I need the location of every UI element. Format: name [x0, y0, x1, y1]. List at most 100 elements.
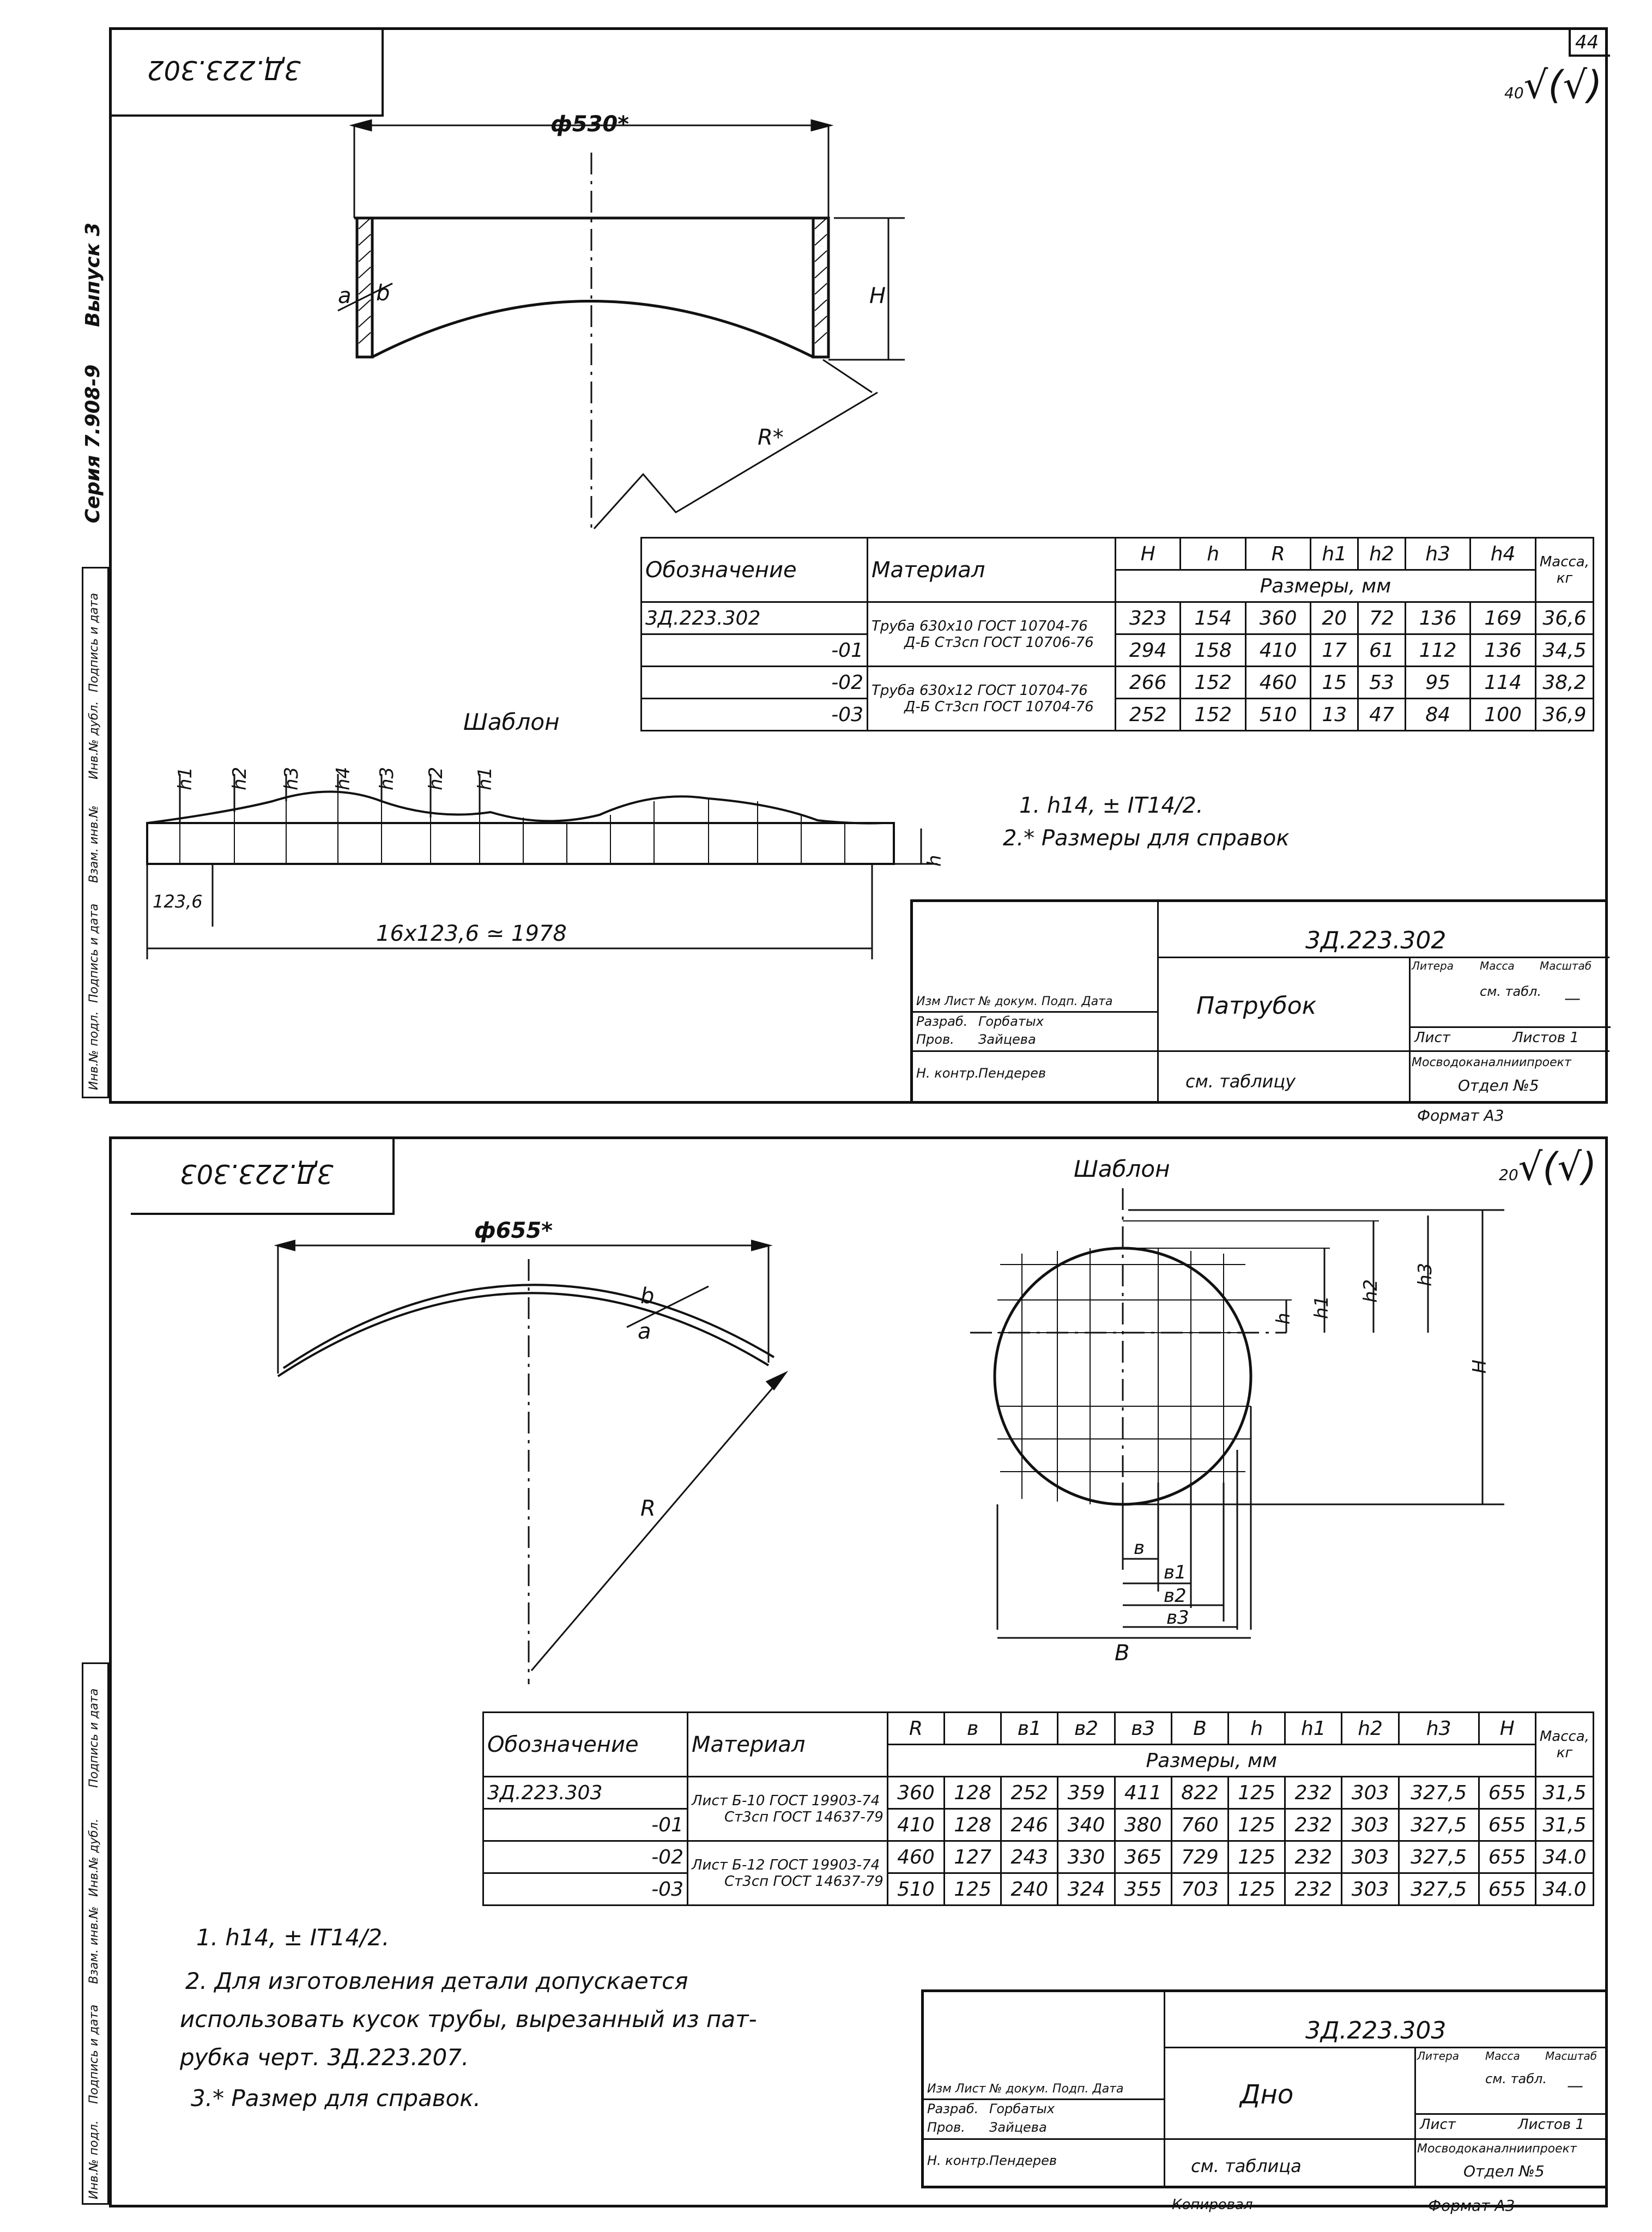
tb-norm-name: Пендерев: [978, 1066, 1046, 1081]
sheet2-template-title: Шаблон: [1074, 1156, 1170, 1182]
tb-norm-name: Пендерев: [989, 2153, 1057, 2168]
header-designation: Обозначение: [640, 537, 868, 603]
dim-B: B: [1115, 1641, 1130, 1666]
dim-h3: h3: [1414, 1262, 1436, 1286]
tb-org: Мосводоканалниипроект: [1412, 1056, 1571, 1069]
page-number: 44: [1575, 32, 1599, 53]
material-text: Труба 630х10 ГОСТ 10704-76: [872, 618, 1088, 634]
dim-H: H: [1469, 1359, 1491, 1374]
header-material: Материал: [687, 1711, 888, 1777]
sheet1-roughness: 40√(√): [1504, 63, 1602, 107]
template-total: 16х123,6 ≃ 1978: [376, 921, 567, 946]
sheet1-template-title: Шаблон: [463, 709, 560, 735]
sheet2-label-b: b: [640, 1284, 655, 1309]
dim-b1: в1: [1164, 1562, 1187, 1583]
tb-check-label: Пров.: [916, 1032, 954, 1047]
material-text: Ст3сп ГОСТ 14637-79: [724, 1873, 884, 1890]
tb-litera: Литера: [1417, 2049, 1459, 2062]
sheet1-code-box: [109, 27, 384, 117]
tb-check-name: Зайцева: [989, 2120, 1047, 2135]
tb-code: 3Д.223.302: [1305, 927, 1447, 954]
tb-mass: Масса: [1485, 2049, 1520, 2062]
page-number-box: [1569, 27, 1610, 57]
tb-scale: Масштаб: [1545, 2049, 1597, 2062]
sheet2-roughness: 20√(√): [1499, 1145, 1597, 1189]
sheet1-spec-table: Обозначение Материал H h R h1 h2 h3 h4 М…: [640, 537, 1595, 731]
dim-h1: h1: [1311, 1295, 1333, 1319]
header-designation: Обозначение: [482, 1711, 688, 1777]
tb-dev-label: Разраб.: [927, 2101, 979, 2116]
sheet1-note: 1. h14, ± IT14/2.: [1019, 793, 1203, 818]
tb-mass: Масса: [1480, 959, 1515, 972]
sheet1-label-a: a: [338, 283, 352, 309]
sheet2-code-box: [131, 1136, 395, 1215]
header-h3: h3: [1404, 537, 1472, 571]
tb-name: Патрубок: [1196, 992, 1317, 1020]
sheet1-format: Формат А3: [1417, 1106, 1504, 1124]
sheet2-frame: [109, 1136, 1608, 2207]
header-R: R: [1244, 537, 1312, 571]
tb-dev-name: Горбатых: [989, 2101, 1055, 2116]
material-text: Лист Б-10 ГОСТ 19903-74: [692, 1792, 880, 1809]
template-step: 123,6: [153, 891, 203, 912]
tb-org: Мосводоканалниипроект: [1417, 2142, 1577, 2156]
sheet1-diameter: ф530*: [550, 112, 630, 137]
header-mass: Масса, кг: [1534, 1711, 1595, 1777]
sheet1-note: 2.* Размеры для справок: [1003, 826, 1290, 851]
tb-col-headers: Изм Лист № докум. Подп. Дата: [916, 995, 1113, 1008]
sheet2-note: 1. h14, ± IT14/2.: [196, 1924, 390, 1951]
tb-norm-label: Н. контр.: [927, 2153, 990, 2168]
material-text: Труба 630х12 ГОСТ 10704-76: [872, 682, 1088, 699]
dim-b3: в3: [1166, 1607, 1189, 1629]
header-h4: h4: [1469, 537, 1536, 571]
sheet2-label-a: a: [638, 1319, 651, 1344]
header-h1: h1: [1310, 537, 1359, 571]
tb-mass-value: см. табл.: [1485, 2071, 1547, 2086]
tb-material: см. таблица: [1191, 2156, 1302, 2176]
tb-check-label: Пров.: [927, 2120, 965, 2135]
sheet2-note: рубка черт. 3Д.223.207.: [180, 2044, 469, 2071]
tb-sheet: Лист: [1414, 1030, 1450, 1046]
sheet2-note: 2. Для изготовления детали допускается: [185, 1968, 688, 1994]
header-mass: Масса, кг: [1534, 537, 1595, 603]
tb-col-headers: Изм Лист № докум. Подп. Дата: [927, 2082, 1124, 2096]
sheet2-note: использовать кусок трубы, вырезанный из …: [180, 2006, 757, 2033]
tb-dev-label: Разраб.: [916, 1014, 968, 1029]
sheet2-note: 3.* Размер для справок.: [191, 2085, 481, 2112]
header-h2: h2: [1357, 537, 1406, 571]
dim-b: в: [1134, 1537, 1145, 1559]
sidebar-stamp-1: [82, 567, 109, 1098]
tb-material: см. таблицу: [1185, 1071, 1296, 1092]
sheet1-title-block: Изм Лист № докум. Подп. Дата Разраб. Гор…: [910, 899, 1611, 1104]
header-dimensions: Размеры, мм: [1115, 569, 1536, 603]
tb-code: 3Д.223.303: [1305, 2017, 1447, 2045]
header-material: Материал: [867, 537, 1116, 603]
tb-dev-name: Горбатых: [978, 1014, 1044, 1029]
tb-sheets: Листов 1: [1512, 1030, 1579, 1046]
tb-sheets: Листов 1: [1518, 2116, 1584, 2133]
tb-dept: Отдел №5: [1463, 2162, 1545, 2180]
material-text: Ст3сп ГОСТ 14637-79: [724, 1808, 884, 1825]
material-text: Лист Б-12 ГОСТ 19903-74: [692, 1856, 880, 1873]
tb-sheet: Лист: [1420, 2116, 1456, 2133]
tb-scale: Масштаб: [1540, 959, 1592, 972]
sheet2-label-R: R: [640, 1496, 656, 1521]
material-text: Д-Б Ст3сп ГОСТ 10704-76: [904, 698, 1094, 715]
sheet1-label-H: H: [869, 283, 886, 309]
sheet1-label-b: b: [376, 281, 390, 306]
sheet2-format: Формат А3: [1428, 2197, 1515, 2215]
tb-name: Дно: [1240, 2079, 1294, 2110]
sheet2-copied: Копировал: [1172, 2197, 1253, 2213]
dim-h2: h2: [1360, 1279, 1382, 1303]
tb-check-name: Зайцева: [978, 1032, 1036, 1047]
